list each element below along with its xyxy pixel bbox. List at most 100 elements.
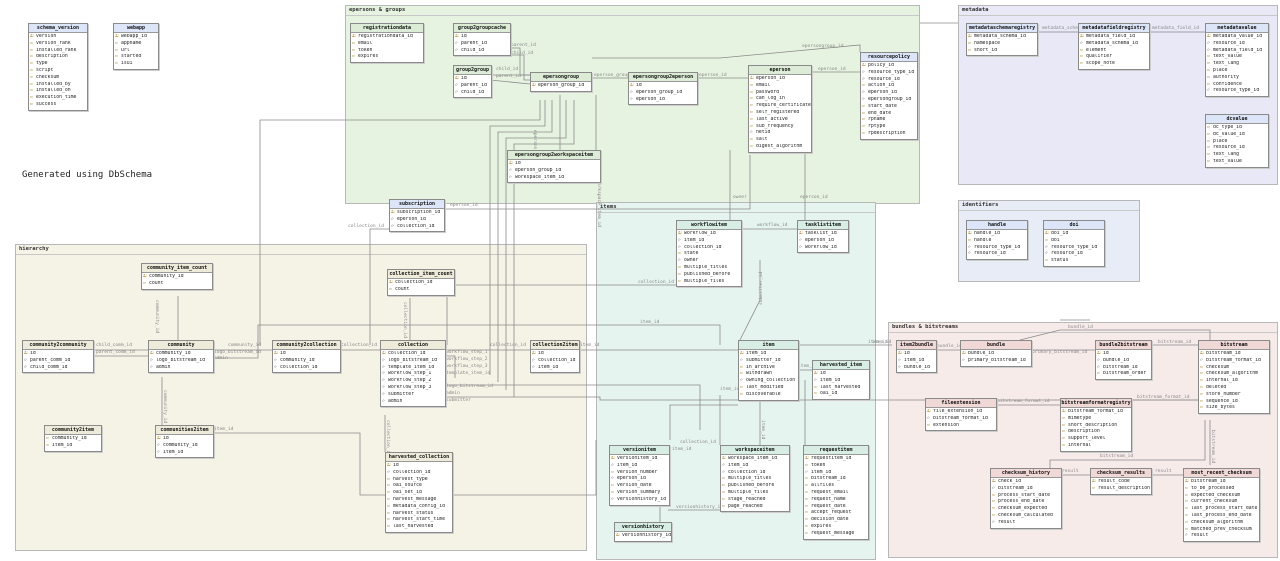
column-row[interactable]: ⌕parent_id <box>454 41 510 48</box>
column-row[interactable]: ▫bitstream_order <box>1096 371 1151 378</box>
column-row[interactable]: ⚿id <box>531 351 579 358</box>
table-community2community[interactable]: community2community⚿id⌕parent_comm_id⌕ch… <box>22 340 94 374</box>
table-schema_version[interactable]: schema_version⚿version▫version_rank▫inst… <box>28 23 88 111</box>
column-row[interactable]: ▫authority <box>1206 75 1268 82</box>
column-row[interactable]: ⌕submitter_id <box>739 358 798 365</box>
column-row[interactable]: ⌕eperson_group_id <box>629 90 697 97</box>
column-row[interactable]: ▫isui <box>114 61 158 68</box>
column-row[interactable]: ⌕workflow_step_3 <box>381 385 445 392</box>
column-row[interactable]: ⌕resource_type_id <box>967 245 1027 252</box>
column-row[interactable]: ▫element <box>1079 48 1149 55</box>
table-handle[interactable]: handle⚿handle_id▫handle⌕resource_type_id… <box>966 220 1028 261</box>
column-row[interactable]: ⌕item_id <box>721 463 789 470</box>
column-row[interactable]: ⌕resource_id <box>861 77 917 84</box>
column-row[interactable]: ▫harvest_type <box>386 477 452 484</box>
column-row[interactable]: ▫expires <box>804 524 868 531</box>
column-row[interactable]: ⚿bitstream_id <box>1199 351 1269 358</box>
column-row[interactable]: ⌕community_id <box>273 358 340 365</box>
column-row[interactable]: ⌕resource_id <box>1044 251 1104 258</box>
column-row[interactable]: ⌕collection_id <box>677 245 741 252</box>
column-row[interactable]: ⌕workspace_item_id <box>508 175 600 182</box>
column-row[interactable]: ⚿bitstream_id <box>1184 479 1259 486</box>
column-row[interactable]: ⚿collection_id <box>381 351 445 358</box>
column-row[interactable]: ▫checksum_expected <box>991 506 1061 513</box>
column-row[interactable]: ⌕admin <box>381 399 445 406</box>
table-collection_item_count[interactable]: collection_item_count⚿collection_id▫coun… <box>387 269 455 296</box>
column-row[interactable]: ▫salt <box>749 137 811 144</box>
column-row[interactable]: ▫in_archive <box>739 365 798 372</box>
column-row[interactable]: ▫text_value <box>1206 54 1268 61</box>
column-row[interactable]: ⌕workflow_id <box>798 245 848 252</box>
table-registrationdata[interactable]: registrationdata⚿registrationdata_id▫ema… <box>350 23 424 64</box>
column-row[interactable]: ⚿bundle_id <box>961 351 1031 358</box>
column-row[interactable]: ▫last_process_end_date <box>1184 513 1259 520</box>
table-community2item[interactable]: community2item▫community_id▫item_id <box>44 425 102 452</box>
column-row[interactable]: ▫handle <box>967 238 1027 245</box>
column-row[interactable]: ▫token <box>351 48 423 55</box>
column-row[interactable]: ⚿id <box>23 351 93 358</box>
column-row[interactable]: ▫request_message <box>804 531 868 538</box>
column-row[interactable]: ▫short_description <box>1061 423 1131 430</box>
table-item[interactable]: item⚿item_id⌕submitter_id▫in_archive▫wit… <box>738 340 799 401</box>
column-row[interactable]: ▫email <box>351 41 423 48</box>
column-row[interactable]: ▫checksum_calculated <box>991 513 1061 520</box>
column-row[interactable]: ⌕child_id <box>454 48 510 55</box>
column-row[interactable]: ⚿id <box>813 371 869 378</box>
column-row[interactable]: ⚿collection_id <box>388 280 454 287</box>
table-bundle[interactable]: bundle⚿bundle_id⌕primary_bitstream_id <box>960 340 1032 367</box>
column-row[interactable]: ▫description <box>29 54 87 61</box>
table-communities2item[interactable]: communities2item⚿id⌕community_id⌕item_id <box>155 425 214 459</box>
column-row[interactable]: ⌕resource_id <box>967 251 1027 258</box>
column-row[interactable]: ▫description <box>1061 429 1131 436</box>
table-harvested_collection[interactable]: harvested_collection⚿id⌕collection_id▫ha… <box>385 452 453 533</box>
column-row[interactable]: ⌕versionhistory_id <box>610 497 669 504</box>
column-row[interactable]: ⌕result <box>991 520 1061 527</box>
column-row[interactable]: ⚿id <box>508 161 600 168</box>
column-row[interactable]: ▫count <box>388 287 454 294</box>
column-row[interactable]: ⌕resource_type_id <box>1044 245 1104 252</box>
column-row[interactable]: ▫state <box>677 251 741 258</box>
table-checksum_results[interactable]: checksum_results⚿result_code▫result_desc… <box>1090 468 1152 495</box>
table-metadatavalue[interactable]: metadatavalue⚿metadata_value_id⌕resource… <box>1205 23 1269 98</box>
column-row[interactable]: ▫resource_id <box>1206 145 1268 152</box>
column-row[interactable]: ⌕parent_id <box>454 83 491 90</box>
column-row[interactable]: ▫sub_frequency <box>749 124 811 131</box>
column-row[interactable]: ⌕resource_type_id <box>1206 88 1268 95</box>
column-row[interactable]: ⚿requestitem_id <box>804 456 868 463</box>
column-row[interactable]: ⌕eperson_id <box>390 217 444 224</box>
column-row[interactable]: ▫oai_source <box>386 483 452 490</box>
column-row[interactable]: ▫namespace <box>967 41 1037 48</box>
column-row[interactable]: ▫allfiles <box>804 483 868 490</box>
column-row[interactable]: ▫last_active <box>749 117 811 124</box>
column-row[interactable]: ⌕epersongroup_id <box>861 97 917 104</box>
column-row[interactable]: ⌕bitstream_id <box>991 486 1061 493</box>
column-row[interactable]: ▫last_modified <box>739 385 798 392</box>
column-row[interactable]: ▫harvest_status <box>386 511 452 518</box>
column-row[interactable]: ▫request_date <box>804 504 868 511</box>
table-epersongroup[interactable]: epersongroup⚿eperson_group_id <box>530 72 592 92</box>
column-row[interactable]: ▫harvest_start_time <box>386 517 452 524</box>
column-row[interactable]: ⌕submitter <box>381 392 445 399</box>
table-subscription[interactable]: subscription⚿subscription_id⌕eperson_id⌕… <box>389 199 445 233</box>
column-row[interactable]: ▫community_id <box>45 436 101 443</box>
column-row[interactable]: ▫item_id <box>45 443 101 450</box>
column-row[interactable]: ⌕collection_id <box>721 470 789 477</box>
column-row[interactable]: ▫rpdescription <box>861 131 917 138</box>
table-versionitem[interactable]: versionitem⚿versionitem_id⌕item_id▫versi… <box>609 445 670 506</box>
column-row[interactable]: ⚿doi_id <box>1044 231 1104 238</box>
column-row[interactable]: ⚿check_id <box>991 479 1061 486</box>
column-row[interactable]: ▫self_registered <box>749 110 811 117</box>
column-row[interactable]: ▫to_be_processed <box>1184 486 1259 493</box>
column-row[interactable]: ⚿version <box>29 34 87 41</box>
column-row[interactable]: ⚿id <box>386 463 452 470</box>
table-metadatafieldregistry[interactable]: metadatafieldregistry⚿metadata_field_id⌕… <box>1078 23 1150 70</box>
column-row[interactable]: ▫support_level <box>1061 436 1131 443</box>
column-row[interactable]: ⚿file_extension_id <box>926 409 996 416</box>
column-row[interactable]: ▫checksum <box>1199 365 1269 372</box>
column-row[interactable]: ⌕parent_comm_id <box>23 358 93 365</box>
column-row[interactable]: ▫published_before <box>677 272 741 279</box>
column-row[interactable]: ⚿result_code <box>1091 479 1151 486</box>
column-row[interactable]: ▫count <box>142 281 212 288</box>
column-row[interactable]: ⚿community_id <box>142 274 212 281</box>
column-row[interactable]: ⚿versionhistory_id <box>615 533 671 540</box>
